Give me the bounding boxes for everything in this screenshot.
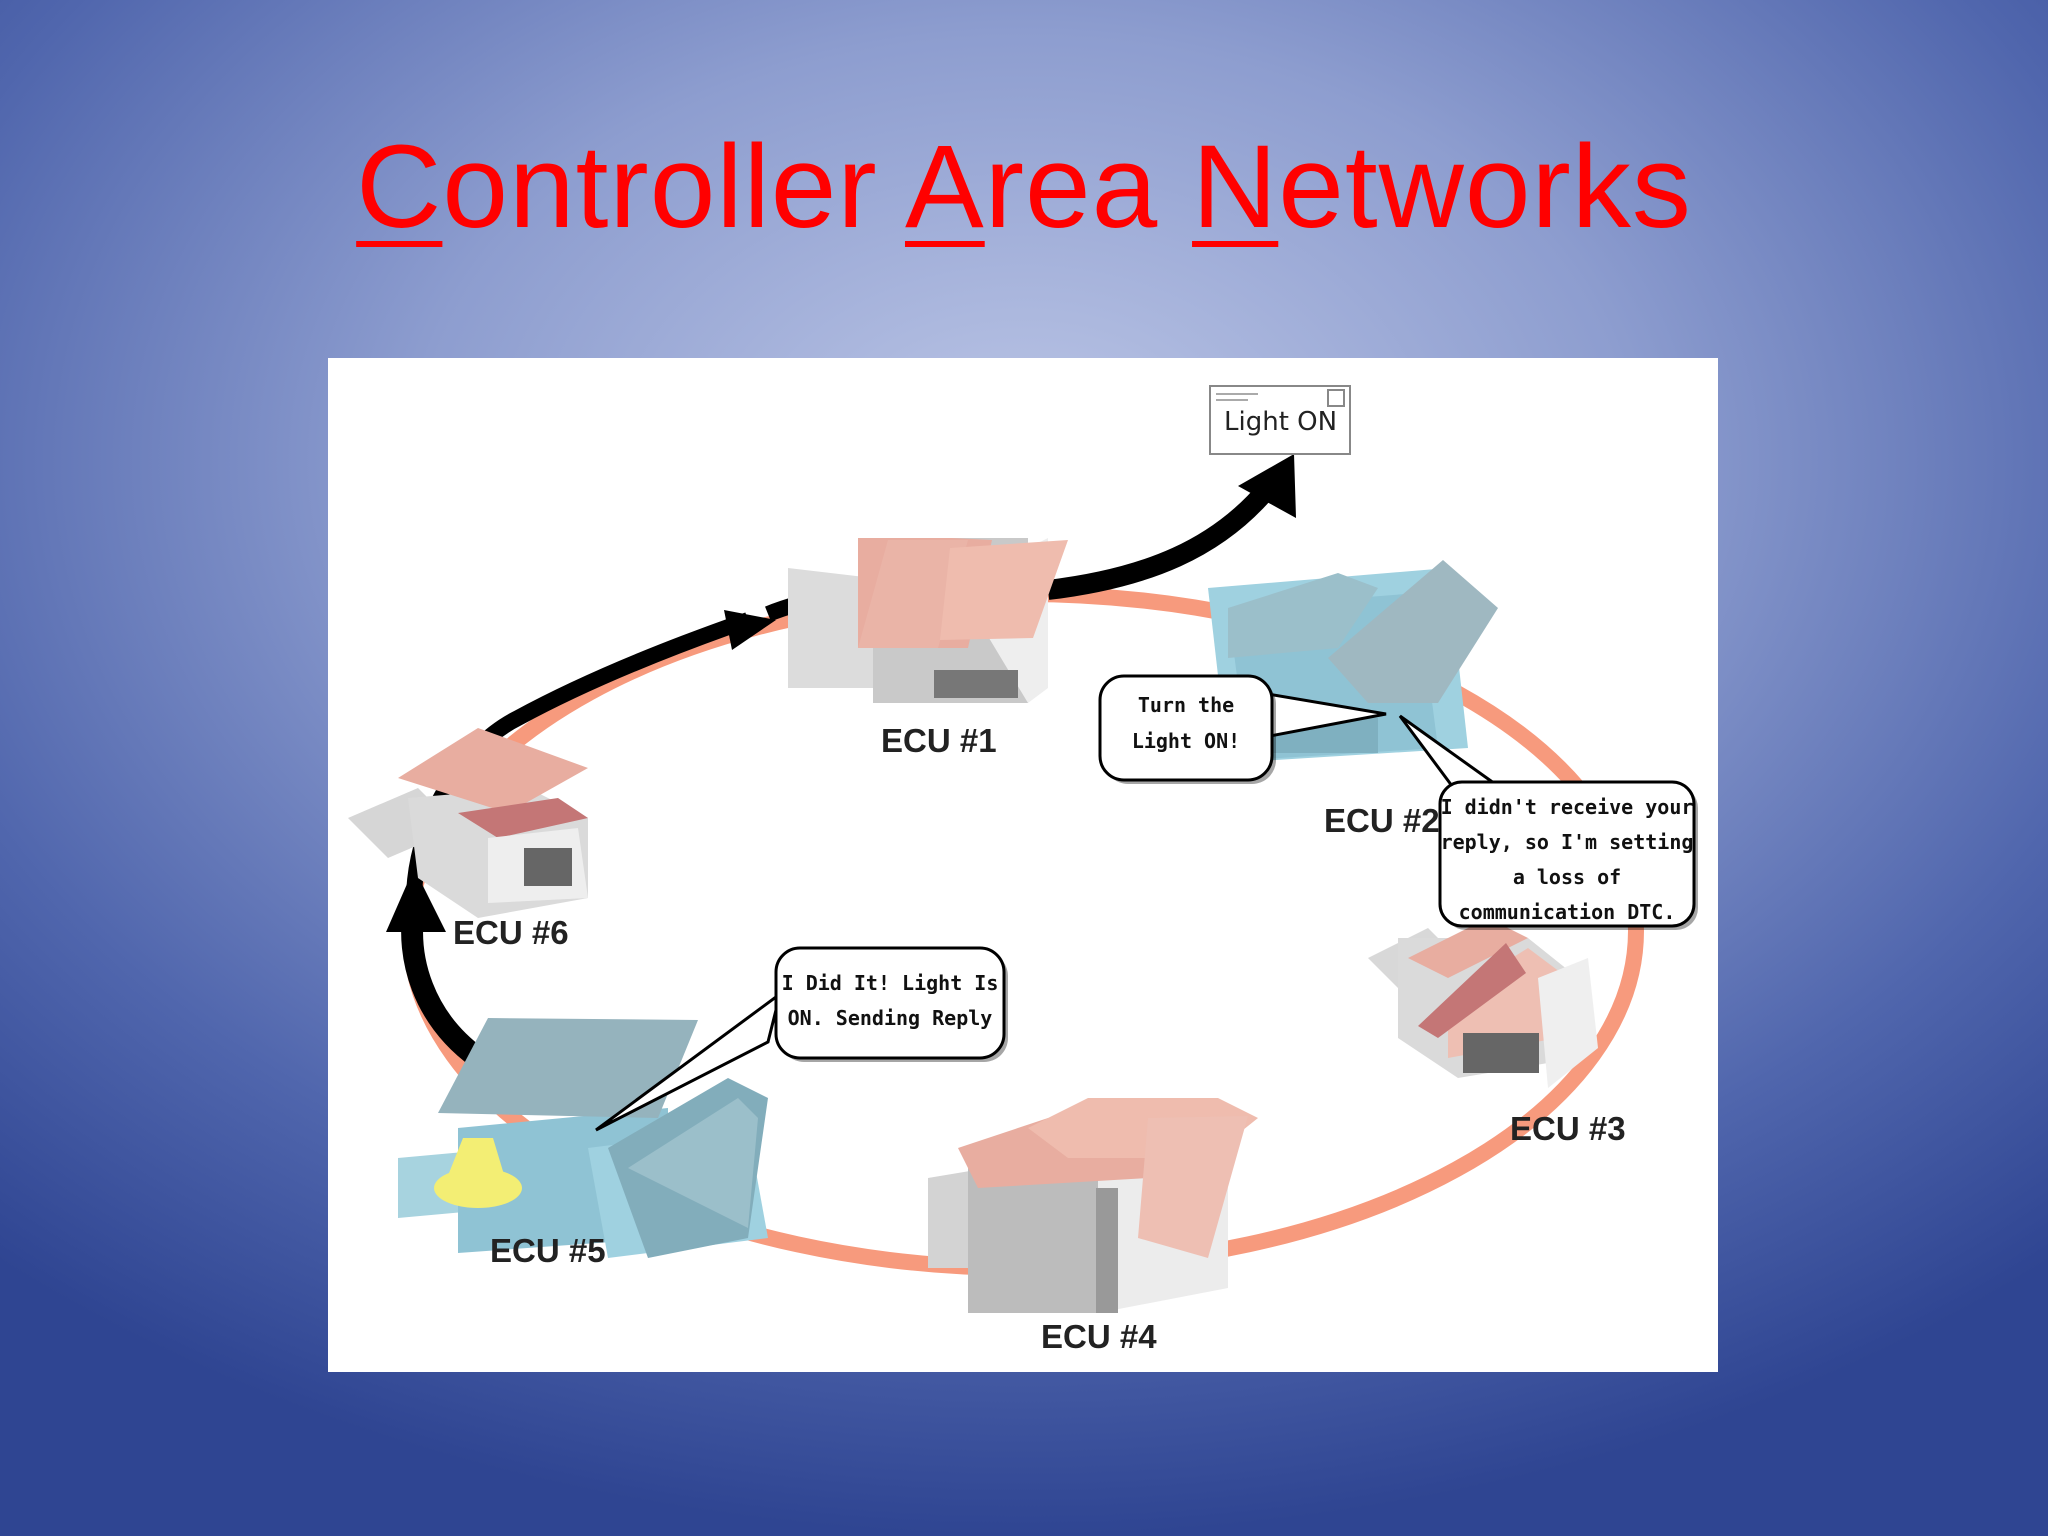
message-path-arrow-out xyxy=(1046,481,1276,600)
ecu5-reply-bubble: I Did It! Light Is ON. Sending Reply xyxy=(595,946,1008,1132)
ecu2-label: ECU #2 xyxy=(1324,802,1440,839)
ecu3-label: ECU #3 xyxy=(1510,1110,1626,1147)
ecu2-command-line-1: Turn the xyxy=(1138,693,1234,717)
ecu5-reply-line-2: ON. Sending Reply xyxy=(788,1006,993,1030)
can-diagram: Light ON xyxy=(348,385,1698,1355)
ecu5-label: ECU #5 xyxy=(490,1232,606,1269)
ecu2-dtc-line-3: a loss of xyxy=(1513,865,1621,889)
ecu2-dtc-bubble: I didn't receive your reply, so I'm sett… xyxy=(1398,714,1698,930)
message-path-arrowhead-out xyxy=(1238,454,1296,518)
message-path-arrowhead-mid xyxy=(724,610,776,650)
light-on-note-text: Light ON xyxy=(1224,407,1337,437)
ecu2-dtc-line-2: reply, so I'm setting xyxy=(1441,830,1694,854)
ecu2-command-line-2: Light ON! xyxy=(1132,729,1240,753)
ecu6-label: ECU #6 xyxy=(453,914,569,951)
ecu4-label: ECU #4 xyxy=(1041,1318,1157,1355)
can-diagram-panel: Light ON xyxy=(328,358,1718,1372)
ecu5-reply-line-1: I Did It! Light Is xyxy=(782,971,999,995)
ecu5-house xyxy=(398,1018,768,1258)
title-word-area: rea xyxy=(984,121,1193,253)
ecu2-command-bubble: Turn the Light ON! xyxy=(1098,674,1387,784)
light-on-note: Light ON xyxy=(1209,385,1351,455)
ecu1-house xyxy=(788,538,1068,703)
ecu1-label: ECU #1 xyxy=(881,722,997,759)
slide-title: Controller Area Networks xyxy=(0,128,2048,246)
ecu6-house xyxy=(348,728,588,918)
title-word-controller: ontroller xyxy=(442,121,905,253)
title-letter-n: N xyxy=(1192,121,1279,253)
title-letter-a: A xyxy=(904,121,985,253)
ecu2-dtc-line-1: I didn't receive your xyxy=(1441,795,1694,819)
title-word-networks: etworks xyxy=(1278,121,1692,253)
title-letter-c: C xyxy=(356,121,443,253)
ecu4-house xyxy=(928,1098,1258,1313)
ecu2-dtc-line-4: communication DTC. xyxy=(1459,900,1676,924)
ecu3-house xyxy=(1368,918,1598,1088)
